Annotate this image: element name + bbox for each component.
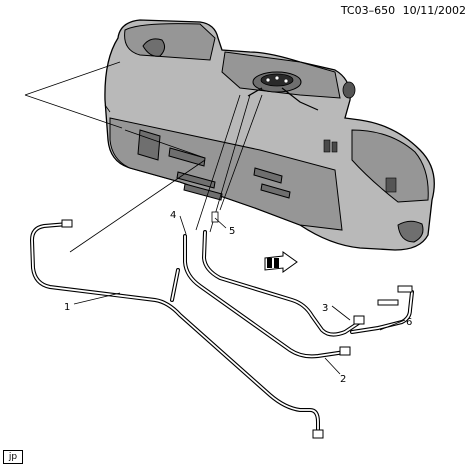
callout-3: 3 (322, 303, 328, 314)
callout-leaders (73, 215, 406, 375)
forward-arrow-icon (264, 251, 298, 273)
callout-1: 1 (64, 302, 70, 313)
callout-6: 6 (406, 317, 412, 328)
diagram-date: 10/11/2002 (402, 4, 466, 17)
callout-4: 4 (170, 210, 176, 221)
corner-label: jp (3, 450, 23, 464)
callout-2: 2 (340, 374, 346, 385)
diagram-code: TC03–650 (340, 4, 396, 17)
phantom-lines (24, 61, 206, 253)
pipe-6 (350, 285, 414, 334)
callout-5: 5 (229, 226, 235, 237)
pipe-3 (202, 230, 365, 337)
diagram-header: TC03–650 10/11/2002 (337, 4, 466, 17)
pipe-1 (30, 219, 324, 439)
pipe-2 (183, 234, 351, 359)
fuel-pipes (30, 94, 414, 439)
fuel-tank (104, 19, 435, 251)
